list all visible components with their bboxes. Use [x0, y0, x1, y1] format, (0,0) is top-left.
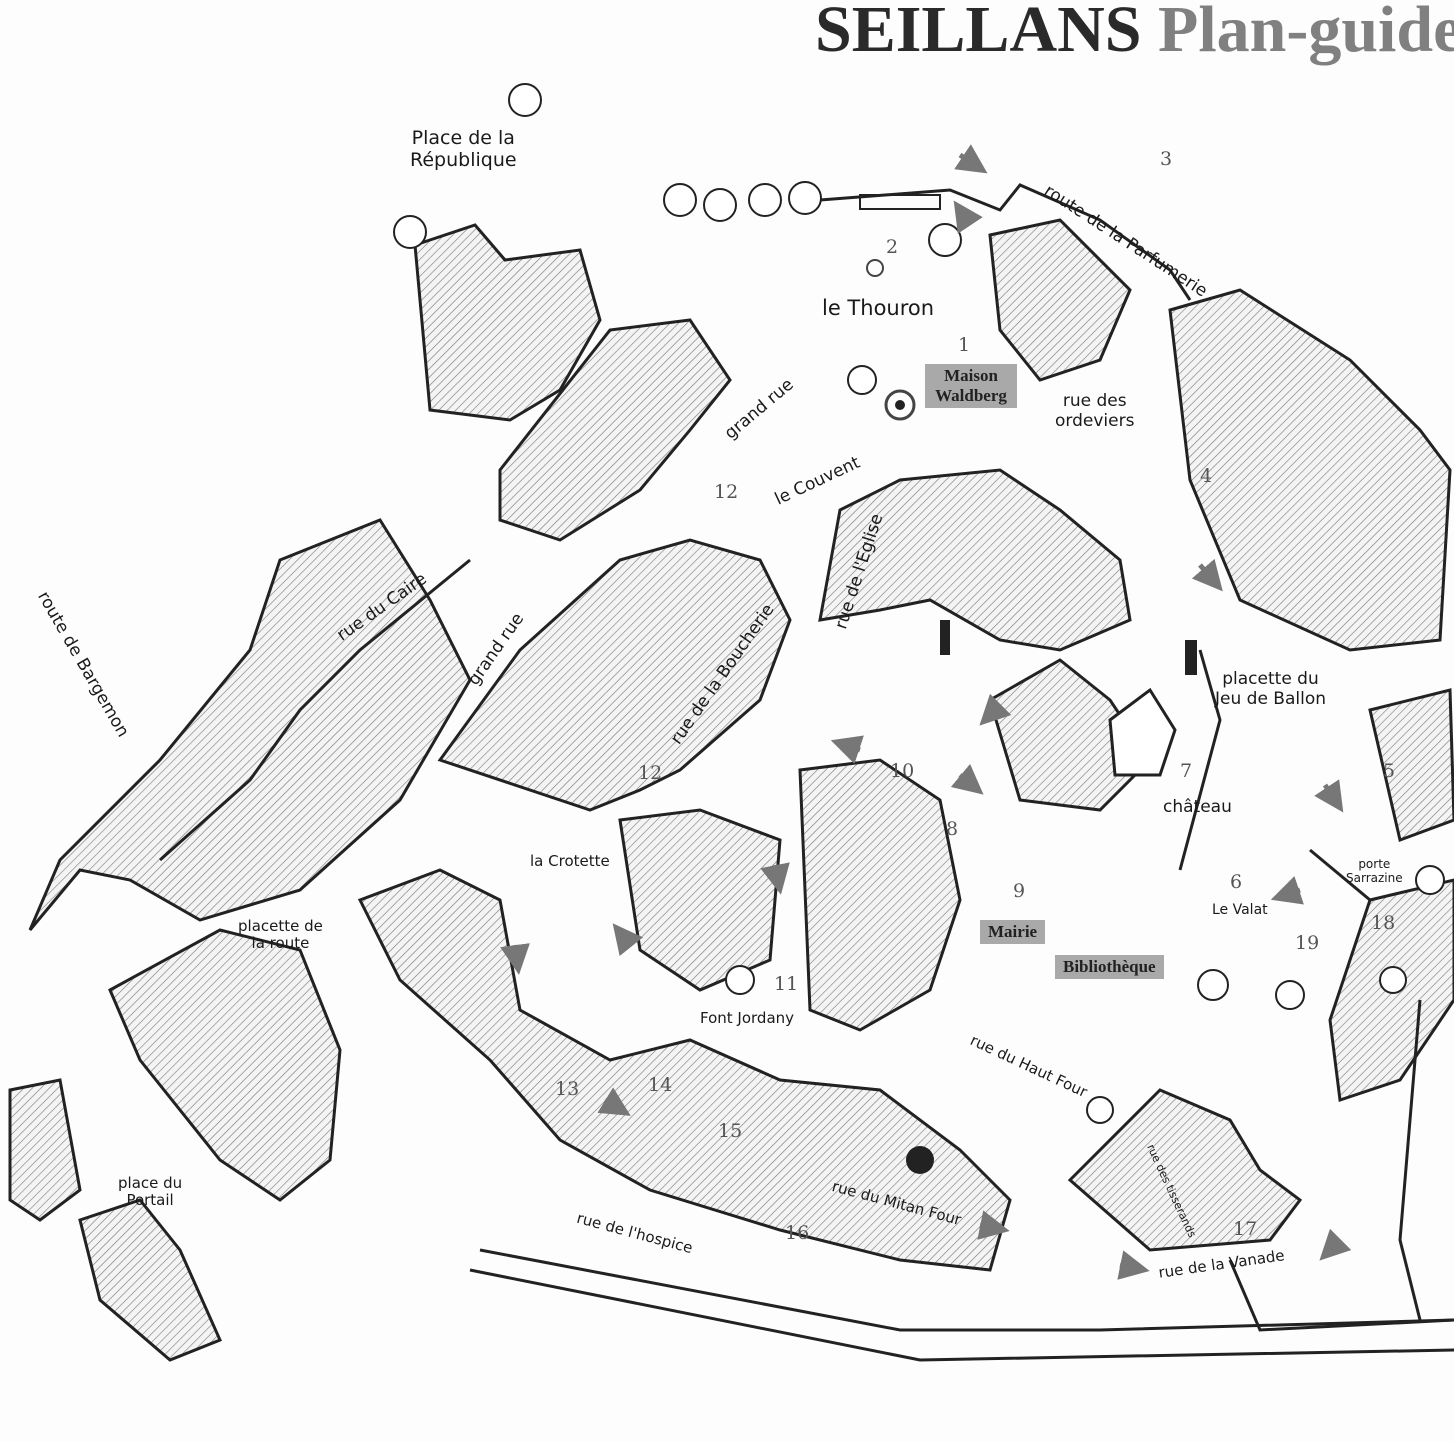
site-number: 18	[1371, 912, 1396, 934]
label-line: Maison	[944, 366, 998, 385]
label-line: rue des	[1062, 391, 1127, 411]
block	[498, 318, 732, 542]
site-number: 11	[774, 973, 799, 995]
label-bibliotheque: Bibliothèque	[1055, 955, 1164, 979]
site-number: 12	[714, 481, 739, 503]
site-number: 8	[946, 818, 959, 840]
site-number: 10	[890, 760, 915, 782]
site-number: 7	[1180, 760, 1193, 782]
label-le-valat: Le Valat	[1212, 902, 1268, 918]
block	[28, 518, 472, 931]
label-line: Sarrazine	[1346, 870, 1403, 885]
building-blocks	[8, 218, 1454, 1362]
trees	[393, 83, 1445, 1124]
block	[1368, 688, 1454, 842]
label-la-crotette: la Crotette	[530, 852, 610, 870]
label-mairie: Mairie	[980, 920, 1046, 944]
site-number: 4	[1200, 465, 1213, 487]
block	[357, 868, 1012, 1272]
block	[437, 538, 792, 812]
site-number: 12	[638, 762, 663, 784]
block	[108, 928, 342, 1202]
site-number: 14	[648, 1074, 673, 1096]
site-number: 2	[886, 236, 899, 258]
site-number: 9	[1013, 880, 1026, 902]
label-line: placette de	[238, 917, 323, 935]
direction-arrows	[500, 144, 1352, 1280]
label-line: ordeviers	[1055, 410, 1135, 431]
label-le-thouron: le Thouron	[822, 296, 935, 320]
block	[1168, 288, 1452, 652]
site-number: 19	[1295, 932, 1320, 954]
site-number: 17	[1233, 1218, 1258, 1240]
block	[1067, 1088, 1303, 1252]
label-line: porte	[1358, 857, 1391, 871]
label-line: la route	[251, 934, 310, 953]
label-line: Place de la	[411, 127, 515, 149]
block	[413, 223, 602, 422]
site-number: 5	[1383, 760, 1396, 782]
block	[78, 1198, 223, 1362]
label-line: Waldberg	[935, 386, 1007, 405]
label-line: Jeu de Ballon	[1215, 688, 1327, 709]
site-number: 1	[958, 334, 971, 356]
site-number: 16	[785, 1222, 810, 1244]
monument-markers	[859, 194, 1197, 1174]
site-number: 15	[718, 1120, 743, 1142]
block	[8, 1078, 82, 1222]
map-title: SEILLANS Plan-guide	[815, 0, 1454, 68]
title-subtitle: Plan-guide	[1158, 0, 1454, 66]
label-chateau: château	[1163, 797, 1232, 817]
site-number: 3	[1160, 148, 1173, 170]
label-line: République	[410, 148, 517, 171]
label-line: place du	[118, 1174, 183, 1192]
label-line: Portail	[126, 1191, 174, 1210]
site-number: 6	[1230, 871, 1243, 893]
block	[818, 468, 1132, 652]
block	[798, 758, 962, 1032]
town-name: SEILLANS	[815, 0, 1142, 66]
street-lines	[159, 183, 1454, 1362]
block	[618, 808, 782, 992]
label-font-jordany: Font Jordany	[700, 1009, 795, 1027]
site-number: 13	[555, 1078, 580, 1100]
label-line: placette du	[1222, 669, 1319, 689]
block	[988, 218, 1132, 382]
